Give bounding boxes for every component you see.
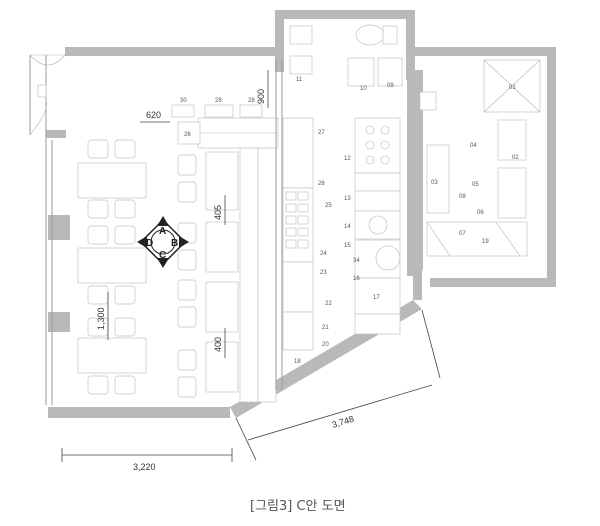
label-20: 20 [322, 342, 329, 348]
dim-400: 400 [213, 337, 223, 352]
dim-3748: 3,748 [331, 414, 355, 430]
wall-top-left [65, 47, 275, 56]
label-03: 03 [431, 180, 438, 186]
label-09: 09 [387, 83, 394, 89]
seating [77, 117, 279, 403]
wall-toilet-top [275, 10, 415, 19]
label-28a: 28 [215, 98, 222, 104]
dim-900: 900 [256, 89, 266, 104]
table-left-3 [77, 337, 147, 374]
label-25: 25 [325, 203, 332, 209]
wall-right-bottom [430, 278, 556, 287]
wall-toilet-left [275, 10, 284, 72]
entrance [29, 54, 66, 405]
label-15: 15 [344, 243, 351, 249]
table-mid-2 [205, 221, 239, 273]
label-27: 27 [318, 130, 325, 136]
unit-26 [177, 121, 201, 145]
label-28b: 28 [248, 98, 255, 104]
pillar-left-2 [48, 312, 70, 332]
wall-right [547, 47, 556, 287]
label-30: 30 [180, 98, 187, 104]
dim-620: 620 [146, 110, 161, 120]
label-12: 12 [344, 156, 351, 162]
label-14: 14 [344, 224, 351, 230]
label-21: 21 [322, 325, 329, 331]
wall-top-right [406, 47, 556, 56]
table-mid-1 [205, 151, 239, 211]
label-17: 17 [373, 295, 380, 301]
wall-partition [407, 56, 415, 276]
equipment-labels: 30 28 28 26 11 10 09 27 12 26 25 13 24 1… [180, 77, 519, 365]
label-05: 05 [472, 182, 479, 188]
label-10: 10 [360, 86, 367, 92]
label-06: 06 [477, 210, 484, 216]
label-23: 23 [320, 270, 327, 276]
storage [419, 59, 541, 257]
dimensions: 620 900 405 1,300 400 3,748 3,220 [61, 70, 441, 472]
view-label-c: C [159, 250, 166, 261]
label-34: 34 [353, 258, 360, 264]
label-26b: 26 [318, 181, 325, 187]
table-left-1 [77, 162, 147, 199]
view-marker-circle [150, 229, 176, 255]
label-19: 19 [482, 239, 489, 245]
table-mid-4 [205, 341, 239, 393]
planter [37, 84, 47, 98]
wall-storage-inner [415, 70, 423, 270]
wall-left-upper [46, 130, 66, 138]
view-marker: A B C D [137, 216, 189, 268]
wall-toilet-right [406, 10, 415, 80]
label-26: 26 [184, 132, 191, 138]
label-13: 13 [344, 196, 351, 202]
pillar-left-1 [48, 215, 70, 240]
toilet-room [289, 24, 403, 87]
label-11: 11 [296, 77, 303, 83]
kitchen [275, 60, 401, 390]
table-mid-3 [205, 281, 239, 333]
wall-right-step [413, 270, 422, 300]
table-left-2 [77, 247, 147, 284]
dim-3220: 3,220 [133, 462, 156, 472]
view-label-d: D [146, 238, 153, 249]
label-22: 22 [325, 301, 332, 307]
label-07: 07 [459, 231, 466, 237]
label-01: 01 [509, 85, 516, 91]
view-label-b: B [171, 238, 178, 249]
label-08: 08 [459, 194, 466, 200]
view-label-a: A [159, 226, 166, 237]
label-04: 04 [470, 143, 477, 149]
label-16: 16 [353, 276, 360, 282]
label-18: 18 [294, 359, 301, 365]
label-24: 24 [320, 251, 327, 257]
label-02: 02 [512, 155, 519, 161]
figure-caption: [그림3] C안 도면 [250, 499, 346, 514]
upper-counter [171, 104, 263, 118]
wall-bottom [48, 407, 230, 418]
dim-405: 405 [213, 205, 223, 220]
dim-1300: 1,300 [96, 307, 106, 330]
